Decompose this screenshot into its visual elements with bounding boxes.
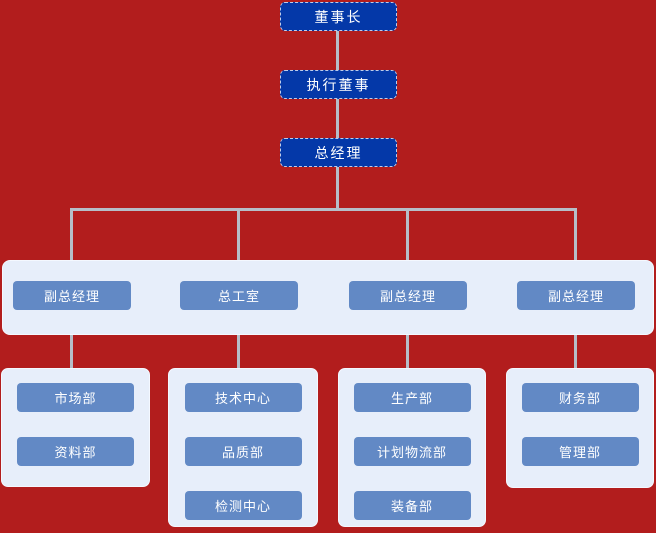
connector-rail xyxy=(70,208,577,211)
branch-panel-1: 市场部 资料部 xyxy=(1,368,150,487)
connector-rail-branch-3 xyxy=(406,208,409,260)
dept-node-testing-center: 检测中心 xyxy=(184,491,302,520)
org-node-executive-director: 执行董事 xyxy=(280,70,397,99)
dept-node-equipment: 装备部 xyxy=(353,491,471,520)
branch-panel-4: 财务部 管理部 xyxy=(506,368,654,488)
dept-node-planning-logistics: 计划物流部 xyxy=(353,437,471,466)
connector-branch-panel-2 xyxy=(237,334,240,368)
branch-head-deputy-gm-2: 副总经理 xyxy=(349,281,467,310)
branch-panel-2: 技术中心 品质部 检测中心 xyxy=(168,368,318,527)
connector-branch-panel-4 xyxy=(574,334,577,368)
dept-node-production: 生产部 xyxy=(353,383,471,412)
dept-node-admin: 管理部 xyxy=(521,437,639,466)
connector-rail-branch-2 xyxy=(237,208,240,260)
connector-branch-panel-3 xyxy=(406,334,409,368)
dept-node-quality: 品质部 xyxy=(184,437,302,466)
connector-branch-panel-1 xyxy=(70,334,73,368)
connector-executive-gm xyxy=(336,98,339,139)
connector-rail-branch-1 xyxy=(70,208,73,260)
dept-node-marketing: 市场部 xyxy=(17,383,134,412)
dept-node-archives: 资料部 xyxy=(17,437,134,466)
branch-panel-3: 生产部 计划物流部 装备部 xyxy=(338,368,486,527)
branch-head-chief-engineer-office: 总工室 xyxy=(180,281,298,310)
org-node-chairman: 董事长 xyxy=(280,2,397,31)
branch-head-deputy-gm-3: 副总经理 xyxy=(517,281,635,310)
branch-head-deputy-gm-1: 副总经理 xyxy=(13,281,131,310)
org-node-general-manager: 总经理 xyxy=(280,138,397,167)
dept-node-technology-center: 技术中心 xyxy=(184,383,302,412)
dept-node-finance: 财务部 xyxy=(521,383,639,412)
connector-rail-branch-4 xyxy=(574,208,577,260)
connector-gm-rail xyxy=(336,166,339,209)
connector-chairman-executive xyxy=(336,30,339,71)
